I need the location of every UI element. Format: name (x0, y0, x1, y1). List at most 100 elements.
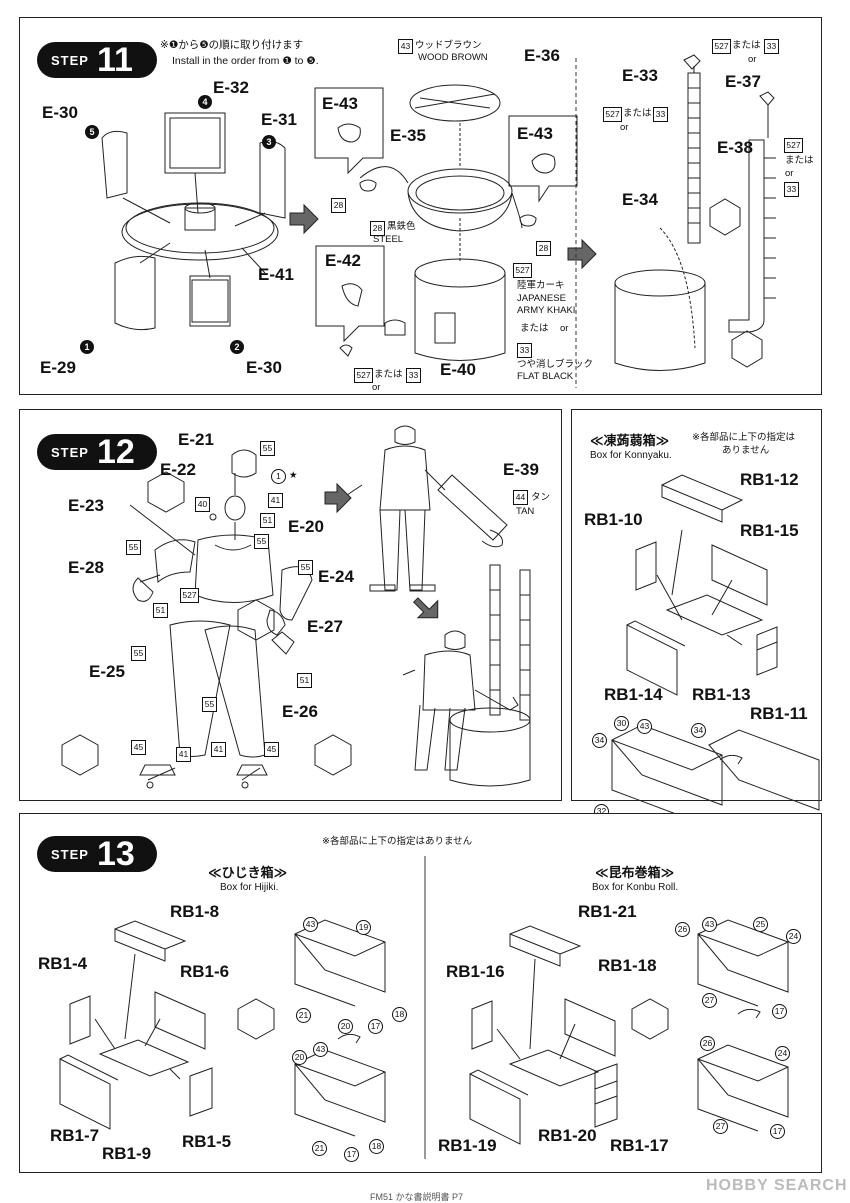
rb1-10-label: RB1-10 (584, 510, 643, 529)
rb1-11-label: RB1-11 (750, 704, 808, 723)
part-e24-label: E-24 (318, 567, 354, 586)
color-527c: 527 (712, 39, 731, 54)
or-jp: または (520, 323, 549, 334)
tan-en: TAN (516, 506, 535, 517)
step12-figure-drawing (61, 425, 531, 789)
or-jp-b: または (374, 369, 403, 380)
step13-panel: STEP 13 ※各部品に上下の指定はありません (19, 813, 822, 1173)
step13-badge: STEP 13 (37, 836, 157, 872)
or-en-d: or (620, 122, 629, 133)
konnyaku-panel: ≪凍蒟蒻箱≫ ※各部品に上下の指定は ありません Box for Konnyak… (571, 409, 822, 876)
hij-color-17b: 17 (344, 1147, 359, 1162)
color-527: 527 (180, 588, 199, 603)
kon-color-34a: 34 (592, 733, 607, 748)
hij-color-43a: 43 (303, 917, 318, 932)
part-e39-label: E-39 (503, 460, 539, 479)
step12-badge: STEP 12 (37, 434, 157, 470)
part-e31-label: E-31 (261, 110, 297, 129)
rb1-17-label: RB1-17 (610, 1136, 669, 1155)
color-55a: 55 (260, 441, 275, 456)
or-jp-c: または (732, 40, 761, 51)
part-e22-label: E-22 (160, 460, 196, 479)
color-55f: 55 (202, 697, 217, 712)
kon-color-30: 30 (614, 716, 629, 731)
konbu-title-jp: ≪昆布巻箱≫ (595, 865, 675, 880)
rb1-6-label: RB1-6 (180, 962, 230, 981)
or-en-e: or (785, 168, 794, 179)
part-e23-label: E-23 (68, 496, 104, 515)
kb-color-27b: 27 (713, 1119, 728, 1134)
rb1-19-label: RB1-19 (438, 1136, 497, 1155)
step12-panel: STEP 12 (19, 409, 562, 801)
rb1-16-label: RB1-16 (446, 962, 505, 981)
step11-panel: STEP 11 ※❶から❺の順に取り付けます Install in the or… (19, 17, 822, 395)
hij-color-18a: 18 (392, 1007, 407, 1022)
hij-color-19: 19 (356, 920, 371, 935)
kb-color-17a: 17 (772, 1004, 787, 1019)
hijiki-title-en: Box for Hijiki. (220, 882, 279, 893)
part-e29-label: E-29 (40, 358, 76, 377)
steel-en: STEEL (373, 234, 404, 245)
part-e28-label: E-28 (68, 558, 104, 577)
step11-note-en: Install in the order from ❶ to ❺. (172, 55, 319, 67)
hij-color-21a: 21 (296, 1008, 311, 1023)
konnyaku-title-jp: ≪凍蒟蒻箱≫ (590, 433, 670, 448)
color-33b: 33 (406, 368, 421, 383)
kb-color-27a: 27 (702, 993, 717, 1008)
part-e20-label: E-20 (288, 517, 324, 536)
part-e36-label: E-36 (524, 46, 560, 65)
order-5-marker: 5 (85, 125, 99, 139)
step11-base-drawing (101, 54, 776, 388)
part-e34-label: E-34 (622, 190, 658, 209)
color-40: 40 (195, 497, 210, 512)
kon-color-43: 43 (637, 719, 652, 734)
or-en-b: or (372, 382, 381, 393)
part-e26-label: E-26 (282, 702, 318, 721)
color-41b: 41 (176, 747, 191, 762)
color-527b: 527 (354, 368, 373, 383)
rb1-14-label: RB1-14 (604, 685, 663, 704)
part-e35-label: E-35 (390, 126, 426, 145)
kb-color-43: 43 (702, 917, 717, 932)
rb1-8-label: RB1-8 (170, 902, 220, 921)
color-41a: 41 (268, 493, 283, 508)
rb1-4-label: RB1-4 (38, 954, 88, 973)
hij-color-20a: 20 (338, 1019, 353, 1034)
part-e30a-label: E-30 (42, 103, 78, 122)
flat-black-jp: つや消しブラック (517, 359, 594, 370)
kb-color-26a: 26 (675, 922, 690, 937)
color-527a: 527 (513, 263, 532, 278)
or-en: or (560, 323, 569, 334)
color-43: 43 (398, 39, 413, 54)
part-e43b-label: E-43 (517, 124, 553, 143)
hij-color-18b: 18 (369, 1139, 384, 1154)
wood-brown-jp: ウッドブラウン (415, 40, 482, 51)
kb-color-24a: 24 (786, 929, 801, 944)
kon-color-34b: 34 (691, 723, 706, 738)
color-55c: 55 (254, 534, 269, 549)
color-527e: 527 (784, 138, 803, 153)
konnyaku-drawing (611, 474, 820, 876)
army-khaki-en1: JAPANESE (517, 293, 566, 304)
part-e38-label: E-38 (717, 138, 753, 157)
step11-note-jp: ※❶から❺の順に取り付けます (160, 39, 304, 51)
part-e42-label: E-42 (325, 251, 361, 270)
or-jp-e: または (785, 155, 814, 166)
rb1-18-label: RB1-18 (598, 956, 657, 975)
wood-brown-en: WOOD BROWN (418, 52, 488, 63)
rb1-12-label: RB1-12 (740, 470, 799, 489)
color-33c: 33 (764, 39, 779, 54)
part-e41-label: E-41 (258, 265, 294, 284)
part-e30b-label: E-30 (246, 358, 282, 377)
tan-jp: タン (531, 492, 551, 503)
rb1-7-label: RB1-7 (50, 1126, 100, 1145)
steel-jp: 黒鉄色 (387, 221, 416, 232)
order-3-marker: 3 (262, 135, 276, 149)
part-e25-label: E-25 (89, 662, 125, 681)
color-51b: 51 (153, 603, 168, 618)
color-33a: 33 (517, 343, 532, 358)
army-khaki-en2: ARMY KHAKI (517, 305, 576, 316)
order-2-marker: 2 (230, 340, 244, 354)
step13-divider (59, 856, 789, 1159)
color-55e: 55 (131, 646, 146, 661)
